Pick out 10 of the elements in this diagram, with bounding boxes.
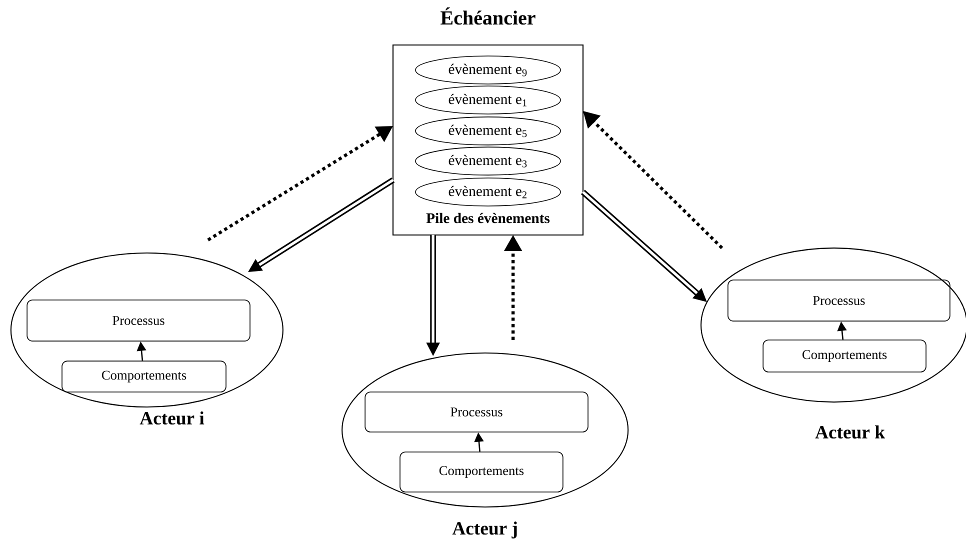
- process-box: Processus: [364, 392, 588, 432]
- node-label: Acteur j: [452, 522, 517, 538]
- behaviour-box: Comportements: [400, 452, 564, 492]
- node-label: Acteur i: [140, 411, 204, 425]
- node-label: Acteur k: [815, 425, 885, 439]
- behaviour-box: Comportements: [62, 360, 226, 392]
- process-box: Processus: [728, 280, 950, 322]
- process-box: Processus: [26, 300, 250, 342]
- behaviour-box: Comportements: [762, 340, 926, 372]
- node-label: Échéancier: [440, 7, 536, 25]
